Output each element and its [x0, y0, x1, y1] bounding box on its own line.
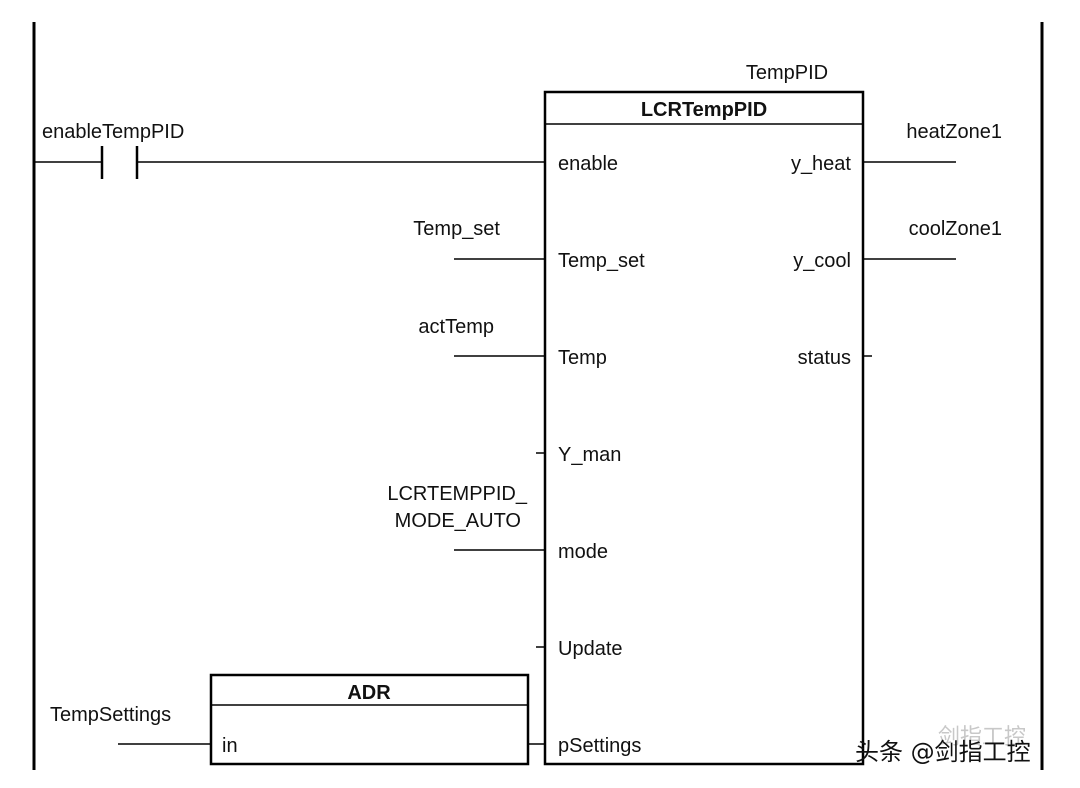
var-cool-zone1: coolZone1 — [909, 218, 1002, 240]
adr-pin-in: in — [222, 735, 238, 757]
fb-instance-name: TempPID — [746, 62, 828, 84]
pin-update: Update — [558, 638, 623, 660]
pin-mode: mode — [558, 541, 608, 563]
var-mode-line2: MODE_AUTO — [395, 510, 521, 532]
enable-contact[interactable] — [34, 146, 545, 179]
pin-enable: enable — [558, 153, 618, 175]
pin-temp: Temp — [558, 347, 607, 369]
pin-y-man: Y_man — [558, 444, 621, 466]
pin-psettings: pSettings — [558, 735, 641, 757]
pin-y-heat: y_heat — [791, 153, 851, 175]
watermark-faint-text: 剑指工控 — [938, 725, 1026, 750]
var-temp-settings: TempSettings — [50, 704, 171, 726]
var-mode-line1: LCRTEMPPID_ — [387, 483, 528, 505]
adr-block[interactable] — [209, 673, 530, 766]
pin-temp-set: Temp_set — [558, 250, 645, 272]
adr-type-name: ADR — [347, 682, 391, 704]
pin-status: status — [798, 347, 851, 369]
watermark-text: 头条 @剑指工控 — [855, 738, 1031, 766]
var-act-temp: actTemp — [418, 316, 494, 338]
watermark: 剑指工控 头条 @剑指工控 — [855, 725, 1031, 766]
pin-y-cool: y_cool — [793, 250, 851, 272]
lcrtemppid-block[interactable] — [543, 90, 865, 766]
contact-variable-label: enableTempPID — [42, 121, 184, 143]
var-temp-set: Temp_set — [413, 218, 500, 240]
var-heat-zone1: heatZone1 — [906, 121, 1002, 143]
fb-type-name: LCRTempPID — [641, 99, 767, 121]
